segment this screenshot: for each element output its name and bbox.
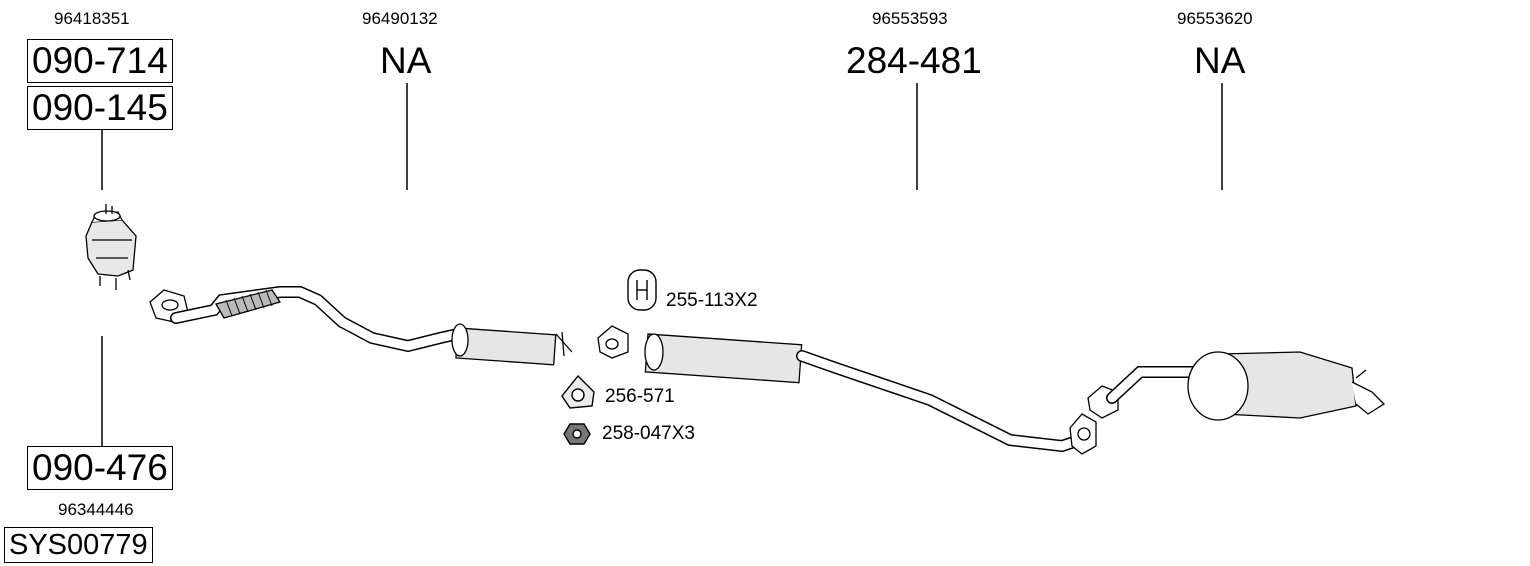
center-silencer — [597, 325, 1097, 455]
accessory-label-nut[interactable]: 258-047X3 — [602, 423, 695, 444]
part-number-box-catalyst-2[interactable]: 090-145 — [27, 86, 173, 130]
oe-number-front-pipe: 96490132 — [362, 9, 438, 28]
oe-number-catalyst-lower: 96344446 — [58, 500, 134, 519]
gasket-icon — [561, 374, 595, 409]
system-number-box: SYS00779 — [4, 527, 153, 563]
oe-number-center-silencer: 96553593 — [872, 9, 948, 28]
accessory-label-gasket[interactable]: 256-571 — [605, 386, 675, 407]
nut-icon — [563, 423, 591, 445]
part-number-rear-silencer[interactable]: NA — [1194, 40, 1246, 81]
part-number-front-pipe[interactable]: NA — [380, 40, 432, 81]
oe-number-rear-silencer: 96553620 — [1177, 9, 1253, 28]
rear-silencer — [1087, 351, 1386, 421]
oe-number-catalyst: 96418351 — [54, 9, 130, 28]
part-number-center-silencer[interactable]: 284-481 — [846, 40, 982, 81]
catalytic-converter — [85, 204, 137, 290]
rubber-hanger-icon — [627, 269, 657, 311]
front-pipe — [149, 286, 573, 366]
part-number-box-catalyst-lower[interactable]: 090-476 — [27, 446, 173, 490]
accessory-label-hanger[interactable]: 255-113X2 — [666, 290, 758, 311]
part-number-box-catalyst-1[interactable]: 090-714 — [27, 39, 173, 83]
